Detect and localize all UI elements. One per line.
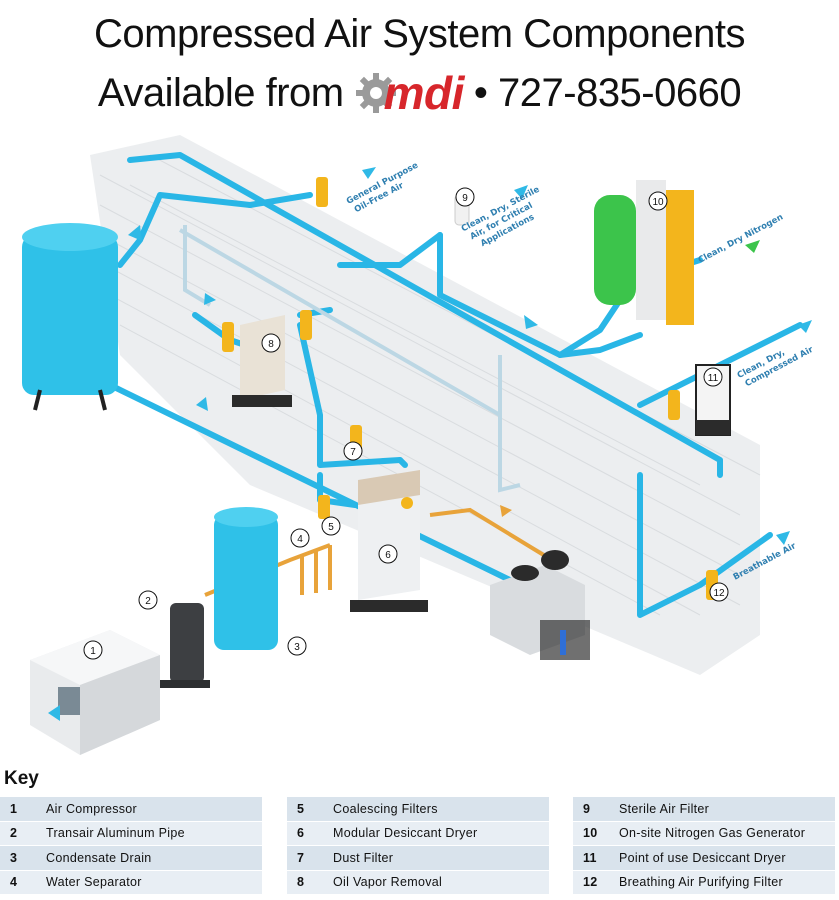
nitrogen-arrow xyxy=(745,240,760,253)
callout-markers: 1 2 3 4 5 6 7 8 9 10 11 12 xyxy=(83,187,729,660)
callout-1: 1 xyxy=(90,646,96,657)
modular-desiccant-dryer xyxy=(350,470,428,612)
callout-2: 2 xyxy=(145,596,151,607)
flow-arrows xyxy=(50,167,812,711)
brick-wall xyxy=(90,135,761,675)
secondary-tank xyxy=(214,507,278,650)
label-general-purpose: General Purpose Oil-Free Air xyxy=(345,161,420,216)
water-separator-vessel xyxy=(160,603,210,688)
header: Compressed Air System Components Availab… xyxy=(0,0,839,119)
subtitle-prefix: Available from xyxy=(97,70,344,115)
brand-logo: mdi xyxy=(354,66,464,120)
callout-8: 8 xyxy=(268,339,274,350)
orange-arrow xyxy=(500,505,512,517)
nitrogen-generator xyxy=(594,180,694,325)
callout-9: 9 xyxy=(462,193,468,204)
point-of-use-dryer xyxy=(695,364,731,436)
callout-6: 6 xyxy=(385,550,391,561)
label-clean-dry-nitrogen: Clean, Dry Nitrogen xyxy=(697,212,785,265)
oil-water-separator xyxy=(490,550,590,660)
system-diagram: 1 2 3 4 5 6 7 8 9 10 11 12 General Purpo… xyxy=(22,135,816,755)
background-pipes xyxy=(178,225,521,493)
callout-4: 4 xyxy=(297,534,303,545)
callout-7: 7 xyxy=(350,447,356,458)
callout-5: 5 xyxy=(328,522,334,533)
main-receiver-tank xyxy=(22,223,118,411)
key-title: Key xyxy=(4,768,39,789)
label-clean-dry-compressed: Clean, Dry, Compressed Air xyxy=(736,344,816,389)
callout-3: 3 xyxy=(294,642,300,653)
subtitle-line: Available from mdi • 727-835-0660 xyxy=(0,66,839,120)
callout-11: 11 xyxy=(708,373,719,384)
callout-10: 10 xyxy=(652,197,664,208)
brand-name: mdi xyxy=(383,67,465,119)
callout-12: 12 xyxy=(713,588,725,599)
phone-number: • 727-835-0660 xyxy=(473,70,742,115)
page-title: Compressed Air System Components xyxy=(94,12,745,56)
gear-icon xyxy=(355,73,396,113)
